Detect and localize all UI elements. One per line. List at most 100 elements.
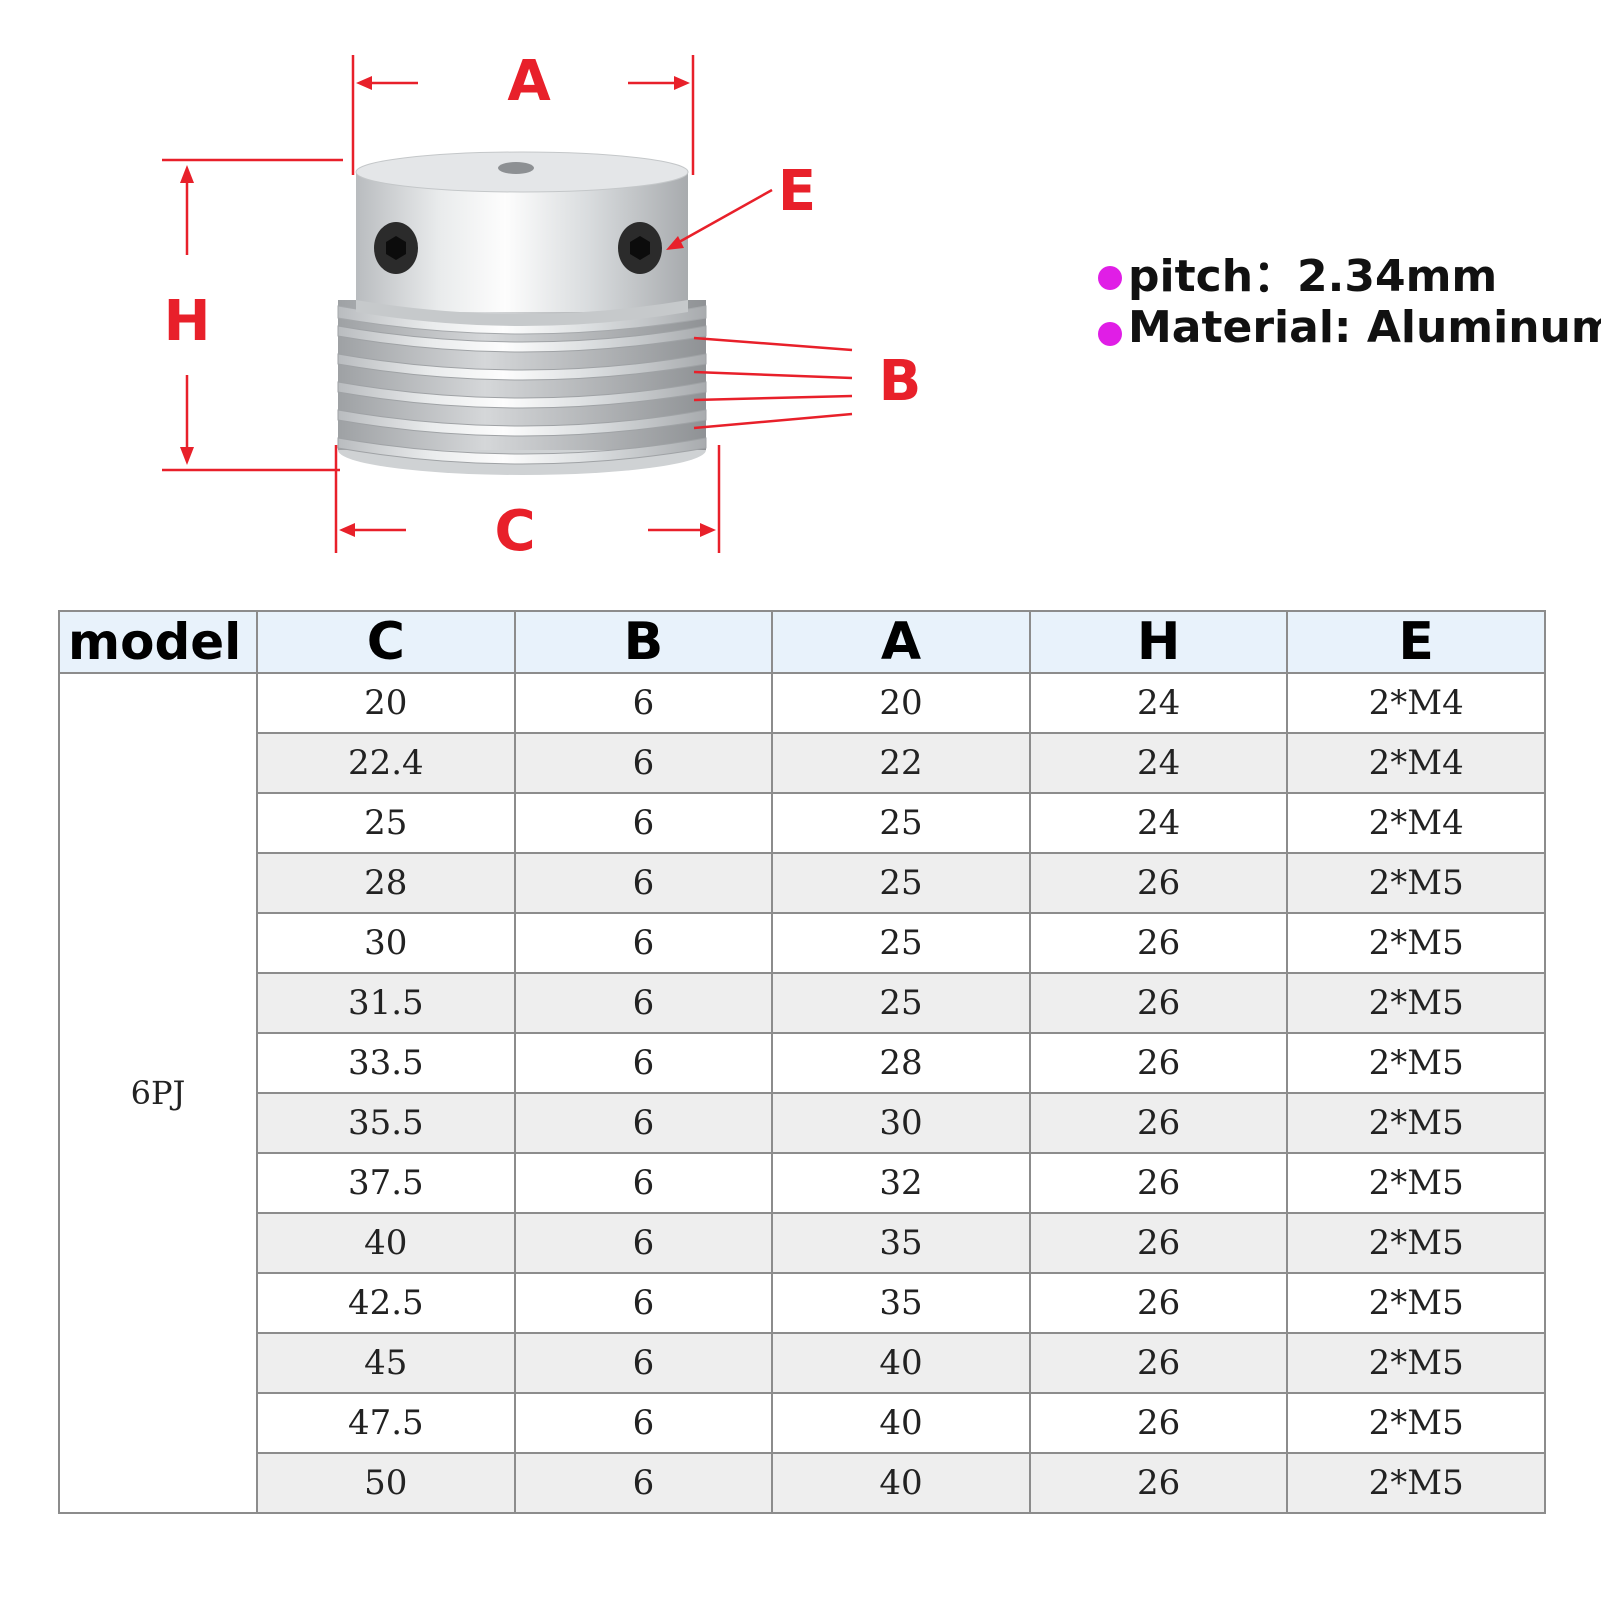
cell-a: 25	[771, 972, 1031, 1034]
cell-h: 26	[1028, 852, 1289, 914]
spec-pitch: pitch：2.34mm	[1098, 240, 1497, 304]
cell-c: 45	[256, 1332, 516, 1394]
dim-label-b: B	[879, 349, 922, 414]
cell-a: 22	[771, 732, 1031, 794]
cell-a: 32	[771, 1152, 1031, 1214]
cell-h: 24	[1028, 672, 1289, 734]
cell-a: 35	[771, 1272, 1031, 1334]
dimension-arrowheads	[180, 76, 716, 537]
cell-h: 26	[1028, 1272, 1289, 1334]
cell-e: 2*M5	[1286, 1272, 1546, 1334]
cell-e: 2*M5	[1286, 1152, 1546, 1214]
cell-a: 25	[771, 852, 1031, 914]
cell-a: 20	[771, 672, 1031, 734]
cell-e: 2*M5	[1286, 972, 1546, 1034]
cell-b: 6	[513, 912, 774, 974]
cell-h: 26	[1028, 1212, 1289, 1274]
header-b: B	[513, 610, 774, 674]
cell-e: 2*M5	[1286, 1212, 1546, 1274]
cell-a: 28	[771, 1032, 1031, 1094]
header-a: A	[771, 610, 1031, 674]
cell-e: 2*M4	[1286, 732, 1546, 794]
cell-c: 28	[256, 852, 516, 914]
bullet-icon	[1098, 321, 1122, 346]
cell-c: 47.5	[256, 1392, 516, 1454]
cell-h: 26	[1028, 1392, 1289, 1454]
cell-e: 2*M5	[1286, 1092, 1546, 1154]
cell-b: 6	[513, 1212, 774, 1274]
set-screw	[618, 222, 662, 274]
cell-c: 35.5	[256, 1092, 516, 1154]
cell-b: 6	[513, 972, 774, 1034]
cell-a: 40	[771, 1452, 1031, 1514]
cell-h: 26	[1028, 1032, 1289, 1094]
pulley-diagram: A E H B C	[162, 49, 922, 564]
cell-c: 25	[256, 792, 516, 854]
cell-e: 2*M5	[1286, 1392, 1546, 1454]
dimension-lines	[162, 55, 853, 553]
cell-b: 6	[513, 672, 774, 734]
cell-h: 26	[1028, 972, 1289, 1034]
dim-label-c: C	[494, 499, 535, 564]
cell-c: 30	[256, 912, 516, 974]
header-e: E	[1286, 610, 1546, 674]
model-cell: 6PJ	[58, 672, 258, 1514]
pulley-photo	[337, 151, 707, 475]
cell-a: 40	[771, 1392, 1031, 1454]
cell-e: 2*M4	[1286, 672, 1546, 734]
cell-b: 6	[513, 1452, 774, 1514]
cell-e: 2*M5	[1286, 852, 1546, 914]
cell-h: 26	[1028, 1092, 1289, 1154]
spec-material: Material: Aluminum	[1098, 302, 1601, 353]
cell-c: 40	[256, 1212, 516, 1274]
cell-a: 35	[771, 1212, 1031, 1274]
cell-c: 37.5	[256, 1152, 516, 1214]
cell-a: 40	[771, 1332, 1031, 1394]
cell-c: 31.5	[256, 972, 516, 1034]
cell-b: 6	[513, 792, 774, 854]
cell-c: 20	[256, 672, 516, 734]
cell-e: 2*M5	[1286, 1032, 1546, 1094]
cell-h: 26	[1028, 1452, 1289, 1514]
header-c: C	[256, 610, 516, 674]
cell-b: 6	[513, 852, 774, 914]
set-screw	[374, 222, 418, 274]
cell-c: 33.5	[256, 1032, 516, 1094]
cell-c: 22.4	[256, 732, 516, 794]
cell-b: 6	[513, 1092, 774, 1154]
cell-e: 2*M5	[1286, 1332, 1546, 1394]
cell-b: 6	[513, 1152, 774, 1214]
header-model: model	[58, 610, 258, 674]
bullet-icon	[1098, 266, 1122, 290]
cell-b: 6	[513, 1332, 774, 1394]
cell-h: 24	[1028, 732, 1289, 794]
cell-h: 26	[1028, 912, 1289, 974]
cell-c: 50	[256, 1452, 516, 1514]
header-h: H	[1028, 610, 1289, 674]
cell-a: 25	[771, 792, 1031, 854]
cell-b: 6	[513, 1032, 774, 1094]
dim-label-e: E	[778, 159, 816, 224]
table-header-row: model C B A H E	[58, 610, 1546, 674]
cell-b: 6	[513, 732, 774, 794]
cell-b: 6	[513, 1272, 774, 1334]
dim-label-h: H	[164, 289, 211, 354]
cell-a: 25	[771, 912, 1031, 974]
cell-e: 2*M4	[1286, 792, 1546, 854]
cell-h: 26	[1028, 1152, 1289, 1214]
cell-a: 30	[771, 1092, 1031, 1154]
cell-e: 2*M5	[1286, 1452, 1546, 1514]
